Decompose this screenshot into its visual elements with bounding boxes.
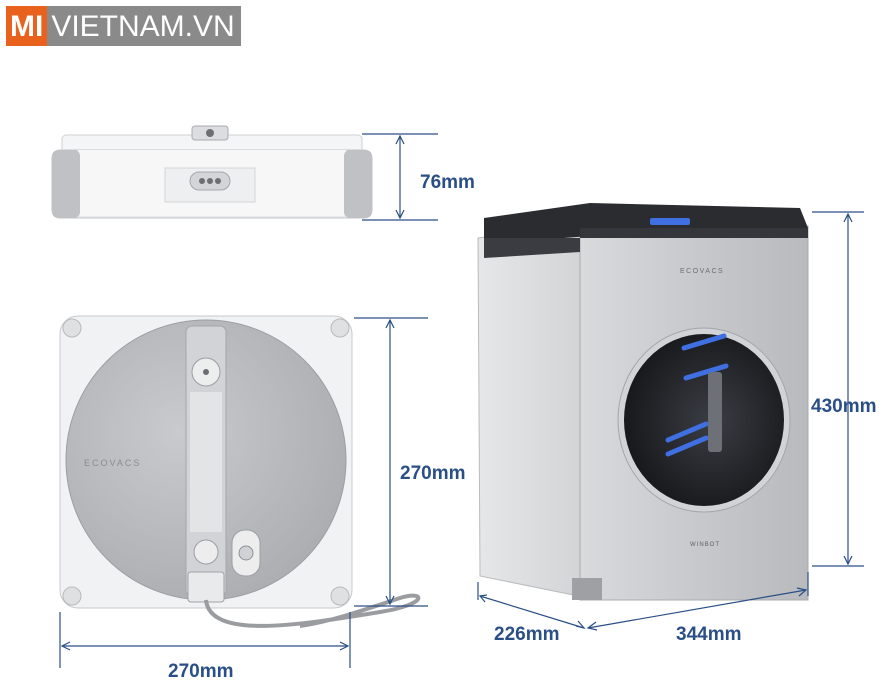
robot-brand-label: ECOVACS [84, 458, 141, 468]
logo-mi: MI [6, 6, 48, 46]
robot-top-view: ECOVACS [59, 315, 353, 609]
logo-vietnam: VIETNAM.VN [47, 6, 241, 46]
dimension-line-station-depth [477, 582, 586, 630]
dimension-line-robot-width [59, 612, 351, 668]
robot-side-view [51, 125, 373, 219]
robot-side-label: 270mm [400, 463, 466, 484]
station-model-label: WINBOT [690, 542, 720, 548]
robot-height-label: 76mm [420, 172, 475, 193]
station-depth-label: 226mm [494, 624, 560, 645]
dimension-line-robot-height [362, 133, 438, 221]
station-height-label: 430mm [811, 396, 877, 417]
station-width-label: 344mm [676, 624, 742, 645]
dimension-line-robot-side [354, 317, 428, 607]
site-logo: MI VIETNAM.VN [6, 6, 241, 46]
dimension-line-station-width [586, 572, 809, 631]
base-station: ECOVACS WINBOT [477, 203, 809, 601]
power-cable [204, 593, 421, 628]
station-brand-label: ECOVACS [680, 268, 724, 275]
robot-width-label: 270mm [168, 661, 234, 682]
dimension-line-station-height [812, 211, 864, 567]
